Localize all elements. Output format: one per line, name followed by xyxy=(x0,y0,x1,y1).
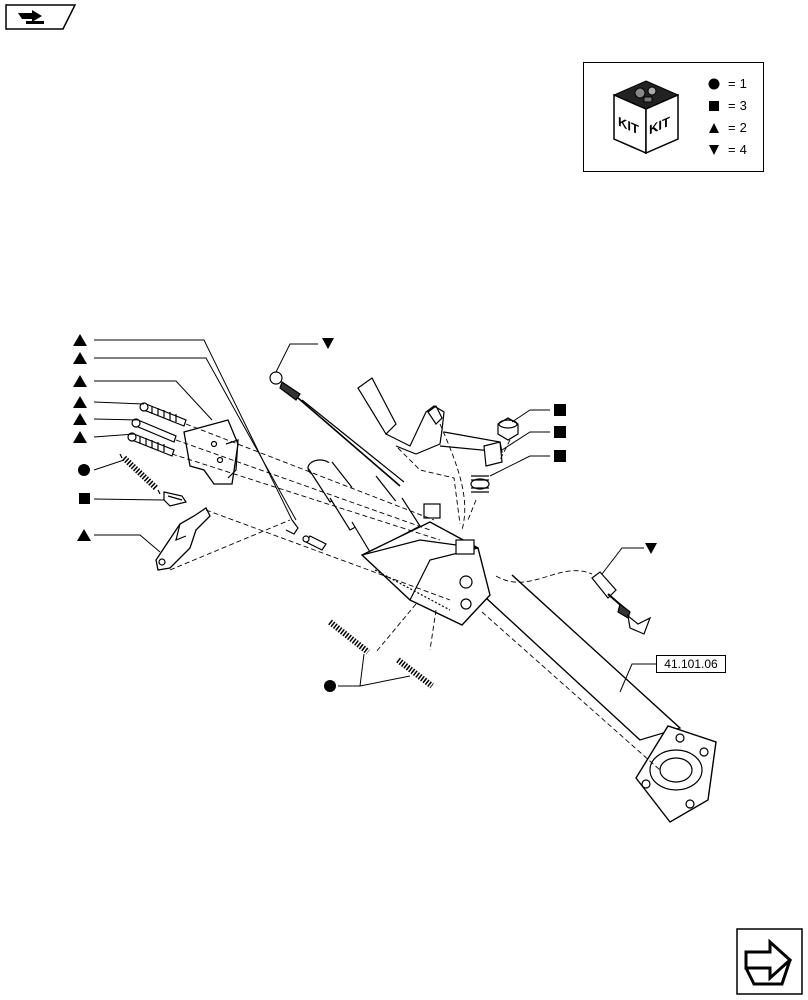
kit-legend-count: 2 xyxy=(739,120,747,135)
spring-upper xyxy=(119,453,161,495)
triangle-up-icon xyxy=(73,352,87,364)
triangle-down-icon xyxy=(706,144,722,156)
triangle-down-icon xyxy=(645,543,657,554)
callout-symbols xyxy=(73,334,657,692)
assembly-lines xyxy=(169,423,661,771)
triangle-up-icon xyxy=(73,413,87,425)
reference-label[interactable]: 41.101.06 xyxy=(656,655,726,673)
kit-legend-row-square: = 3 xyxy=(706,97,747,115)
kit-box-icon xyxy=(612,80,680,155)
circle-icon xyxy=(324,680,336,692)
kit-legend-row-circle: = 1 xyxy=(706,75,747,93)
square-kit-parts xyxy=(470,417,519,493)
pin-and-hook xyxy=(285,519,327,551)
kit-legend: KIT KIT = 1 = 3 = 2 = 4 xyxy=(583,62,764,172)
square-icon xyxy=(554,426,566,438)
lever-arm xyxy=(155,507,211,571)
triangle-up-icon xyxy=(77,529,91,541)
square-icon xyxy=(554,450,566,462)
circle-icon xyxy=(78,464,90,476)
kit-legend-equals: = xyxy=(728,98,736,113)
kit-legend-count: 3 xyxy=(739,98,747,113)
kit-legend-equals: = xyxy=(728,120,736,135)
kit-legend-equals: = xyxy=(728,76,736,91)
housing-block xyxy=(360,503,491,626)
release-rod xyxy=(269,371,405,487)
column-tube xyxy=(471,574,717,823)
triangle-up-icon xyxy=(73,431,87,443)
triangle-up-icon xyxy=(706,122,722,134)
bolts xyxy=(127,402,187,457)
square-icon xyxy=(554,404,566,416)
kit-legend-count: 1 xyxy=(739,76,747,91)
kit-legend-count: 4 xyxy=(739,142,747,157)
kit-legend-row-triangle-down: = 4 xyxy=(706,141,747,159)
callout-leaders xyxy=(93,339,656,693)
kit-legend-equals: = xyxy=(728,142,736,157)
triangle-down-icon xyxy=(322,338,334,349)
kit-legend-row-triangle-up: = 2 xyxy=(706,119,747,137)
square-icon xyxy=(79,493,90,504)
circle-icon xyxy=(706,78,722,90)
square-icon xyxy=(706,100,722,112)
previous-page-icon[interactable] xyxy=(4,4,76,30)
tilt-lever-handle xyxy=(357,377,503,455)
triangle-up-icon xyxy=(73,375,87,387)
next-page-icon[interactable] xyxy=(736,928,803,995)
springs-lower xyxy=(328,619,434,689)
retaining-clip xyxy=(163,491,187,507)
triangle-up-icon xyxy=(73,396,87,408)
triangle-up-icon xyxy=(73,334,87,346)
cable-connector xyxy=(591,571,652,635)
